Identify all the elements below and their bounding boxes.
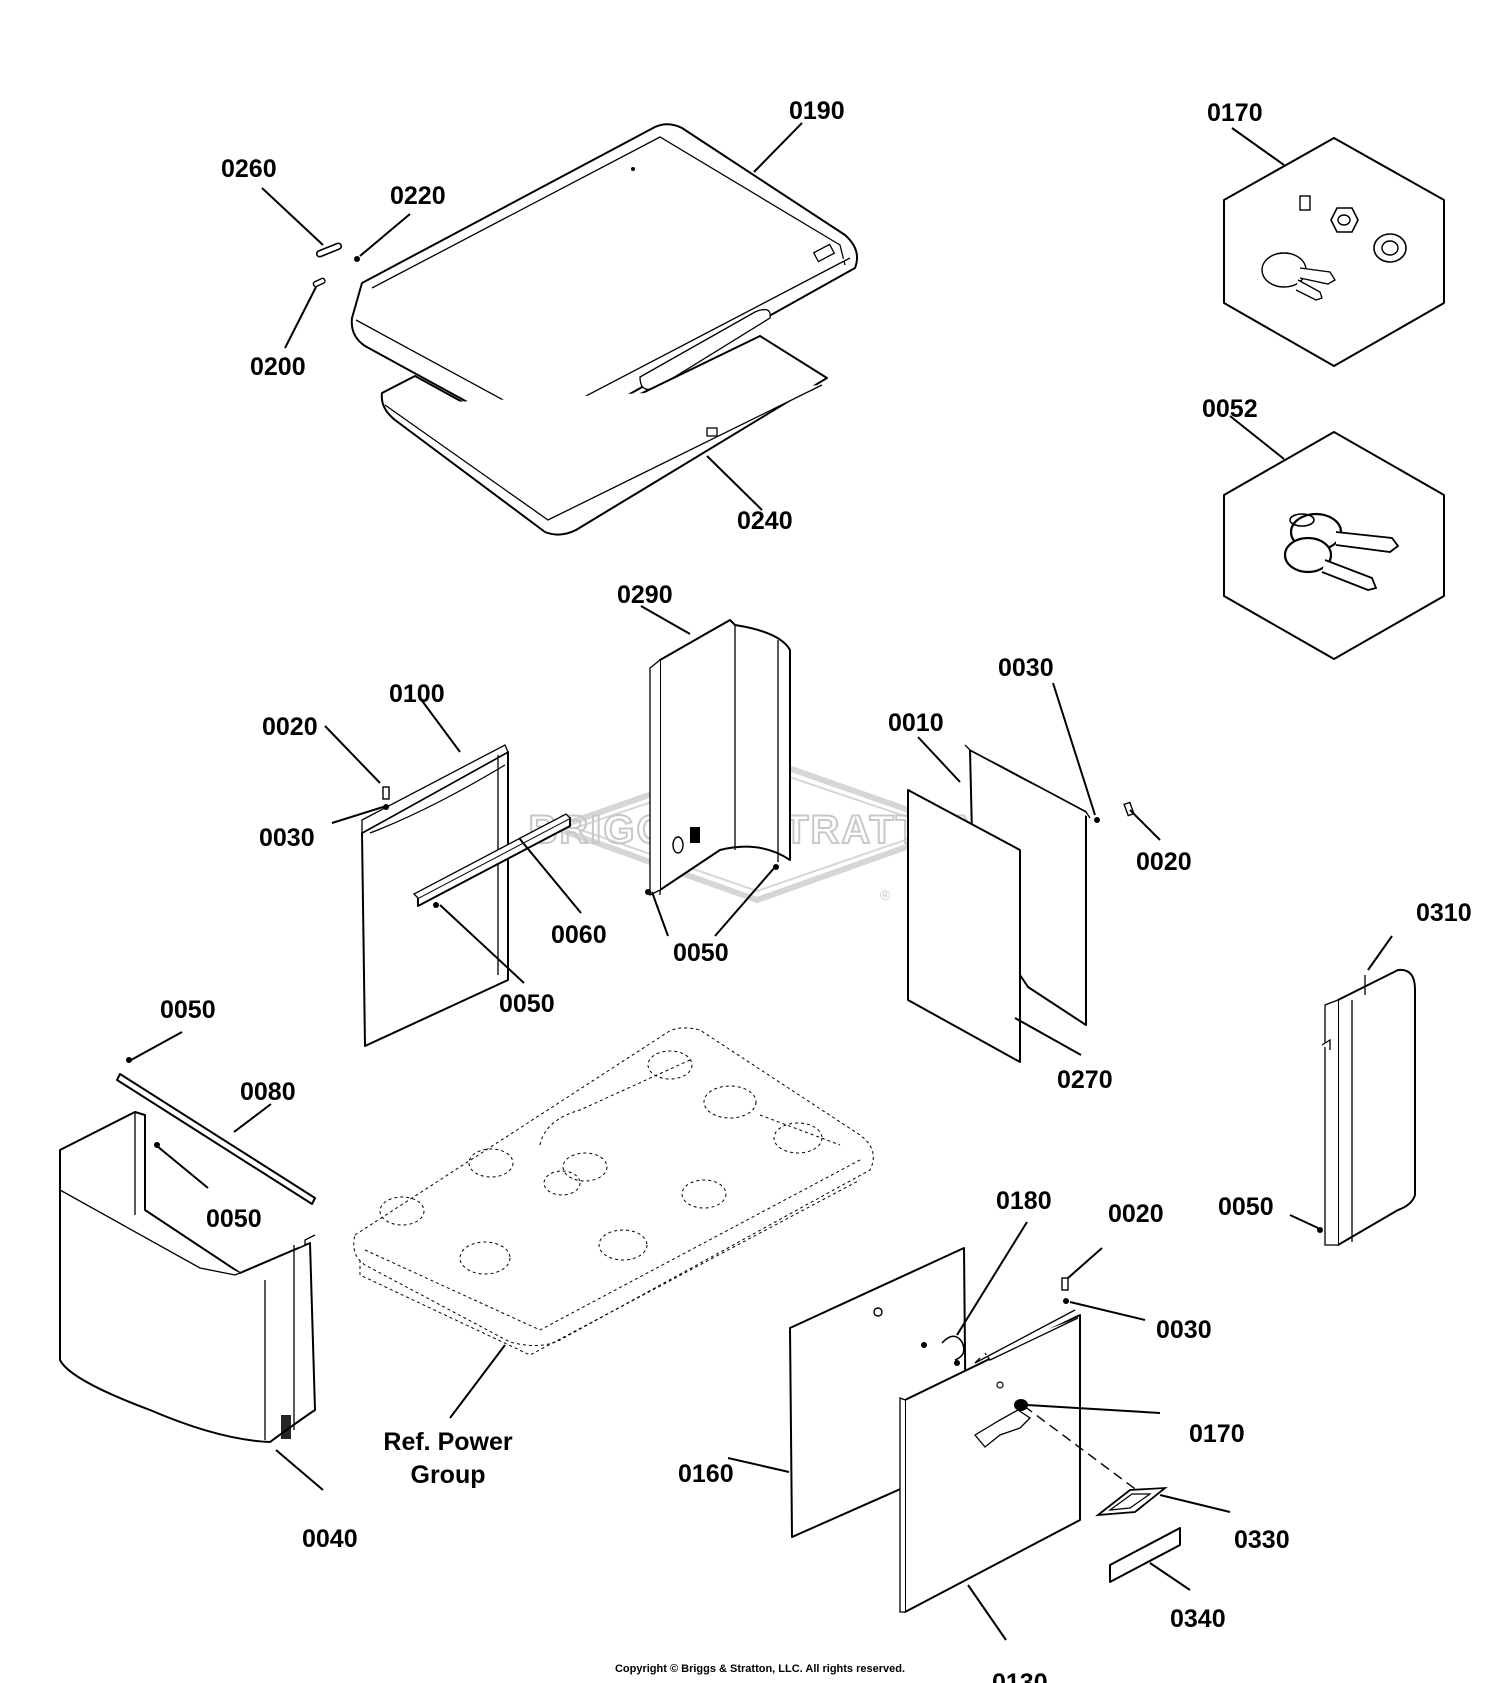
side-panel-0270 — [907, 789, 1021, 1063]
callout-0020-door: 0020 — [1108, 1200, 1164, 1228]
callout-0240: 0240 — [737, 507, 793, 535]
latch-0180 — [921, 1335, 965, 1366]
lid-base-panel-0240 — [380, 335, 828, 536]
callout-0050-brace: 0050 — [499, 990, 555, 1018]
callout-0330: 0330 — [1234, 1526, 1290, 1554]
door-panel-0130 — [899, 1277, 1151, 1613]
callout-0130: 0130 — [992, 1669, 1048, 1683]
lock-kit-0170-hexagon — [1223, 137, 1445, 367]
callout-0040: 0040 — [302, 1525, 358, 1553]
fasteners-0020-0030-left — [382, 786, 390, 810]
callout-0180: 0180 — [996, 1187, 1052, 1215]
logo-badge-0330 — [1095, 1486, 1168, 1517]
callout-0050-strip: 0050 — [160, 996, 216, 1024]
callout-0290: 0290 — [617, 581, 673, 609]
hardware-0260-0220-0200 — [312, 242, 360, 288]
callout-0170-lock: 0170 — [1189, 1420, 1245, 1448]
callout-0080: 0080 — [240, 1078, 296, 1106]
callout-0030-left: 0030 — [259, 824, 315, 852]
callout-0050-corner: 0050 — [1218, 1193, 1274, 1221]
lid-cover-0190 — [350, 123, 858, 440]
corner-panel-0310 — [1317, 968, 1416, 1246]
ref-power-group-label: Ref. Power Group — [383, 1428, 512, 1489]
center-divider-0290 — [645, 619, 791, 897]
watermark-registered-mark: ® — [880, 887, 891, 903]
callout-0170-kit: 0170 — [1207, 99, 1263, 127]
label-decal-0340 — [1109, 1527, 1181, 1583]
callout-0190: 0190 — [789, 97, 845, 125]
strip-0080 — [116, 1057, 316, 1205]
callout-0220: 0220 — [390, 182, 446, 210]
callout-0160: 0160 — [678, 1460, 734, 1488]
enclosure-side-0040 — [59, 1111, 316, 1443]
power-group-base-frame — [353, 1027, 874, 1356]
callout-0020-left: 0020 — [262, 713, 318, 741]
callout-0020-right: 0020 — [1136, 848, 1192, 876]
callout-0050-center: 0050 — [673, 939, 729, 967]
callout-0060: 0060 — [551, 921, 607, 949]
callout-labels: 0190 0260 0220 0200 0240 0170 0052 0290 … — [160, 97, 1472, 1683]
callout-0100: 0100 — [389, 680, 445, 708]
cross-brace-0060 — [412, 813, 571, 908]
callout-0050-enclosure: 0050 — [206, 1205, 262, 1233]
inner-panel-0100 — [361, 744, 509, 1047]
callout-0052: 0052 — [1202, 395, 1258, 423]
ref-label-line-2: Group — [411, 1461, 486, 1489]
leader-lines — [130, 122, 1393, 1641]
callout-0030-door: 0030 — [1156, 1316, 1212, 1344]
callout-0260: 0260 — [221, 155, 277, 183]
copyright-notice: Copyright © Briggs & Stratton, LLC. All … — [615, 1663, 905, 1675]
key-set-0052-hexagon — [1223, 431, 1445, 660]
callout-0270: 0270 — [1057, 1066, 1113, 1094]
callout-0340: 0340 — [1170, 1605, 1226, 1633]
callout-0030-right: 0030 — [998, 654, 1054, 682]
callout-0010: 0010 — [888, 709, 944, 737]
callout-0200: 0200 — [250, 353, 306, 381]
callout-0310: 0310 — [1416, 899, 1472, 927]
ref-label-line-1: Ref. Power — [383, 1428, 512, 1456]
fasteners-0030-0020-right — [1094, 801, 1135, 823]
